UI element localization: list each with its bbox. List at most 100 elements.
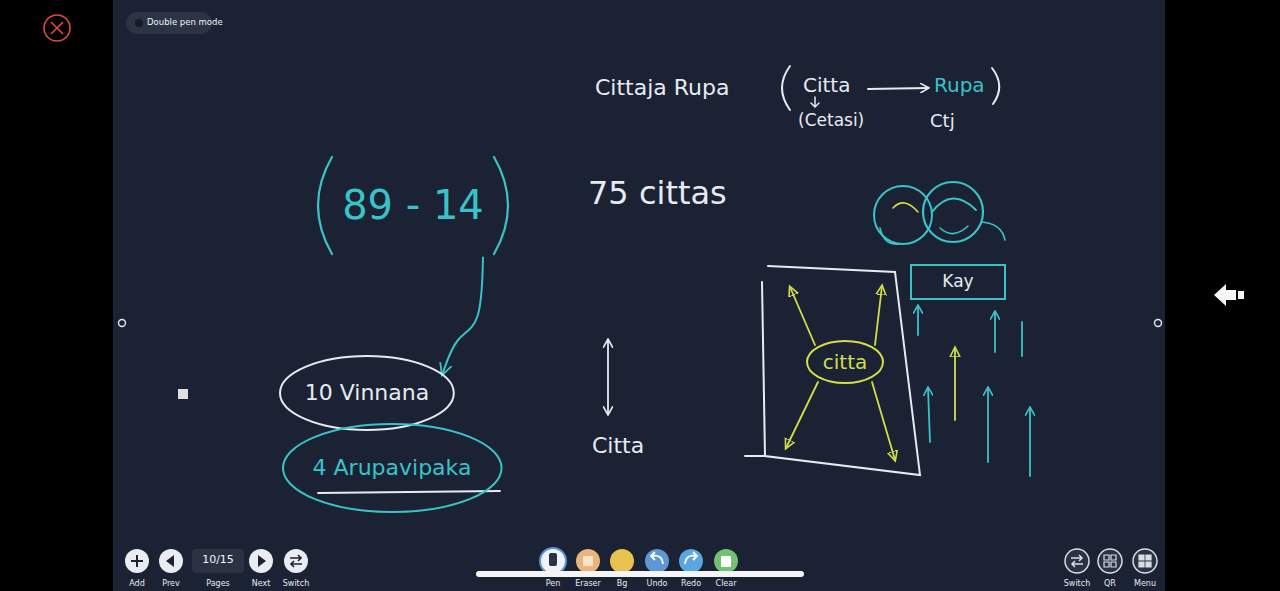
toolbar-icons-part [249,549,273,573]
side-arrow-icon-part [1214,284,1236,306]
box-outline [911,265,1005,299]
toolbar-label: Next [252,580,271,589]
handwritten-word: Rupa [934,74,985,96]
toolbar-icons-part [685,552,697,564]
side-arrow-icon [1214,284,1244,306]
mind-box-drawing-part [875,286,882,345]
handwriting-strokes-part [868,88,928,89]
toolbar-icons-part [610,549,634,573]
handwriting-strokes-part [318,491,500,493]
up-arrows-part [987,388,989,462]
home-indicator [476,571,804,577]
toolbar-icons-part [1071,555,1083,567]
handwritten-word: (Cetasi) [798,111,864,130]
close-button-part [51,22,63,34]
toolbar-icons-part [125,549,149,573]
toolbar-icons-part [714,549,738,573]
toolbar-icons-part [258,555,266,567]
node-text: citta [823,351,868,374]
heads-drawing [874,182,1005,244]
toolbar-icons-part [721,556,731,567]
toolbar-icons-part [192,549,244,573]
handwritten-word: Citta [592,434,644,458]
toolbar-icons-part [1098,549,1122,573]
parenthesis [318,157,332,254]
cursor-square [178,389,188,399]
mind-box-drawing-part [745,266,920,475]
mind-box-drawing [745,266,920,475]
toolbar-icons-part [284,549,308,573]
toolbar-label: Switch [283,580,309,589]
up-arrows-part [994,312,996,352]
heads-drawing-part [940,226,968,234]
toolbar-icons-part [131,555,143,567]
toolbar-label: Undo [647,580,668,589]
handwriting-strokes-part [992,68,999,104]
handwriting-strokes-part [607,340,609,414]
heads-drawing-part [893,203,918,212]
toolbar-icons-part [549,553,557,566]
up-arrows-part [1029,408,1031,476]
mind-box-drawing-part [872,382,895,460]
toolbar-icons-part [679,549,703,573]
connector-arrow [442,258,483,375]
heads-drawing-part [880,228,900,244]
circled-note: 10 Vinnana [278,354,456,432]
text-box: Kay [910,264,1006,300]
toolbar-icons-part [540,548,566,574]
handwritten-count: 75 cittas [588,176,727,211]
up-arrows-part [954,348,956,420]
toolbar-label: Eraser [575,580,601,589]
handwriting-strokes-part [811,97,819,107]
node-text: 10 Vinnana [305,380,429,405]
toolbar-label: Switch [1064,580,1090,589]
toolbar-label: QR [1104,580,1116,589]
heads-drawing-part [932,198,976,212]
page-counter: 10/15 [202,554,234,566]
node-text: 89 - 14 [342,182,484,228]
parenthesis [494,157,508,254]
toolbar-icons-part [651,552,663,564]
toolbar-icons-part [1133,549,1157,573]
up-arrows [918,306,1030,476]
toolbar-icons-part [290,555,302,567]
up-arrows-part [928,388,930,442]
toolbar-icons [125,548,1157,574]
toolbar-icons-part [645,549,669,573]
ellipse-outline [283,424,502,512]
toolbar-icons-part [583,556,593,566]
handwriting-strokes-part [782,66,790,110]
toolbar-label: Clear [716,580,737,589]
canvas-ground [113,0,1165,591]
toolbar-icons-part [1104,555,1116,567]
mind-box-drawing-part [786,382,818,448]
ellipse-outline [807,341,883,383]
toolbar-icons-part [1139,555,1151,567]
heads-drawing-part [923,182,983,242]
ellipse-outline [280,356,454,430]
toolbar-icons-part [1065,549,1089,573]
toolbar-label: Prev [162,580,179,589]
heads-drawing-part [982,222,1005,240]
toolbar-label: Menu [1134,580,1156,589]
handwritten-word: Citta [803,74,850,96]
close-button [44,15,70,41]
toolbar-label: Pen [546,580,561,589]
handwritten-word: Ctj [930,111,955,131]
toolbar-icons-part [159,549,183,573]
toolbar-icons-part [576,549,600,573]
toggle-label: Double pen mode [147,18,223,27]
toolbar-label: Bg [617,580,628,589]
pen-mode-toggle-part [135,19,143,27]
circled-note: 4 Arupavipaka [281,422,504,514]
up-arrows-part [1021,322,1023,356]
node-text: 4 Arupavipaka [313,455,472,480]
toolbar-label: Pages [206,580,230,589]
center-circle: citta [805,339,885,385]
side-handle [119,320,126,327]
handwritten-heading: Cittaja Rupa [595,76,729,100]
toolbar-label: Add [129,580,145,589]
side-arrow-icon-part [1238,291,1244,299]
